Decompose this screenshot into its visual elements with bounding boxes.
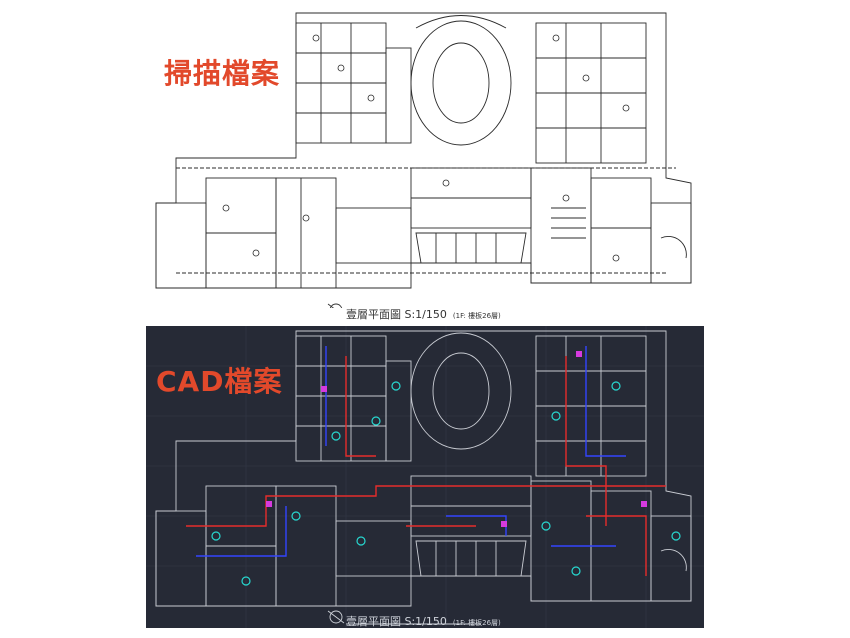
- scan-file-label: 掃描檔案: [164, 57, 281, 90]
- scan-plan-title-text: 壹層平面圖 S:1/150: [346, 308, 447, 321]
- cad-drawing-panel: CAD檔案 壹層平面圖 S:1/150 (1F: 樓板26層): [146, 326, 704, 628]
- cad-file-label: CAD檔案: [156, 365, 283, 398]
- scan-plan-title: 壹層平面圖 S:1/150 (1F: 樓板26層): [346, 303, 501, 322]
- cad-plan-title: 壹層平面圖 S:1/150 (1F: 樓板26層): [346, 610, 501, 629]
- scan-drawing-panel: 掃描檔案 壹層平面圖 S:1/150 (1F: 樓板26層): [146, 8, 704, 321]
- cad-floor-plan: [146, 326, 704, 628]
- scan-plan-note: (1F: 樓板26層): [452, 312, 501, 320]
- cad-plan-note: (1F: 樓板26層): [452, 619, 501, 627]
- scan-floor-plan: [155, 12, 692, 308]
- cad-plan-title-text: 壹層平面圖 S:1/150: [346, 615, 447, 628]
